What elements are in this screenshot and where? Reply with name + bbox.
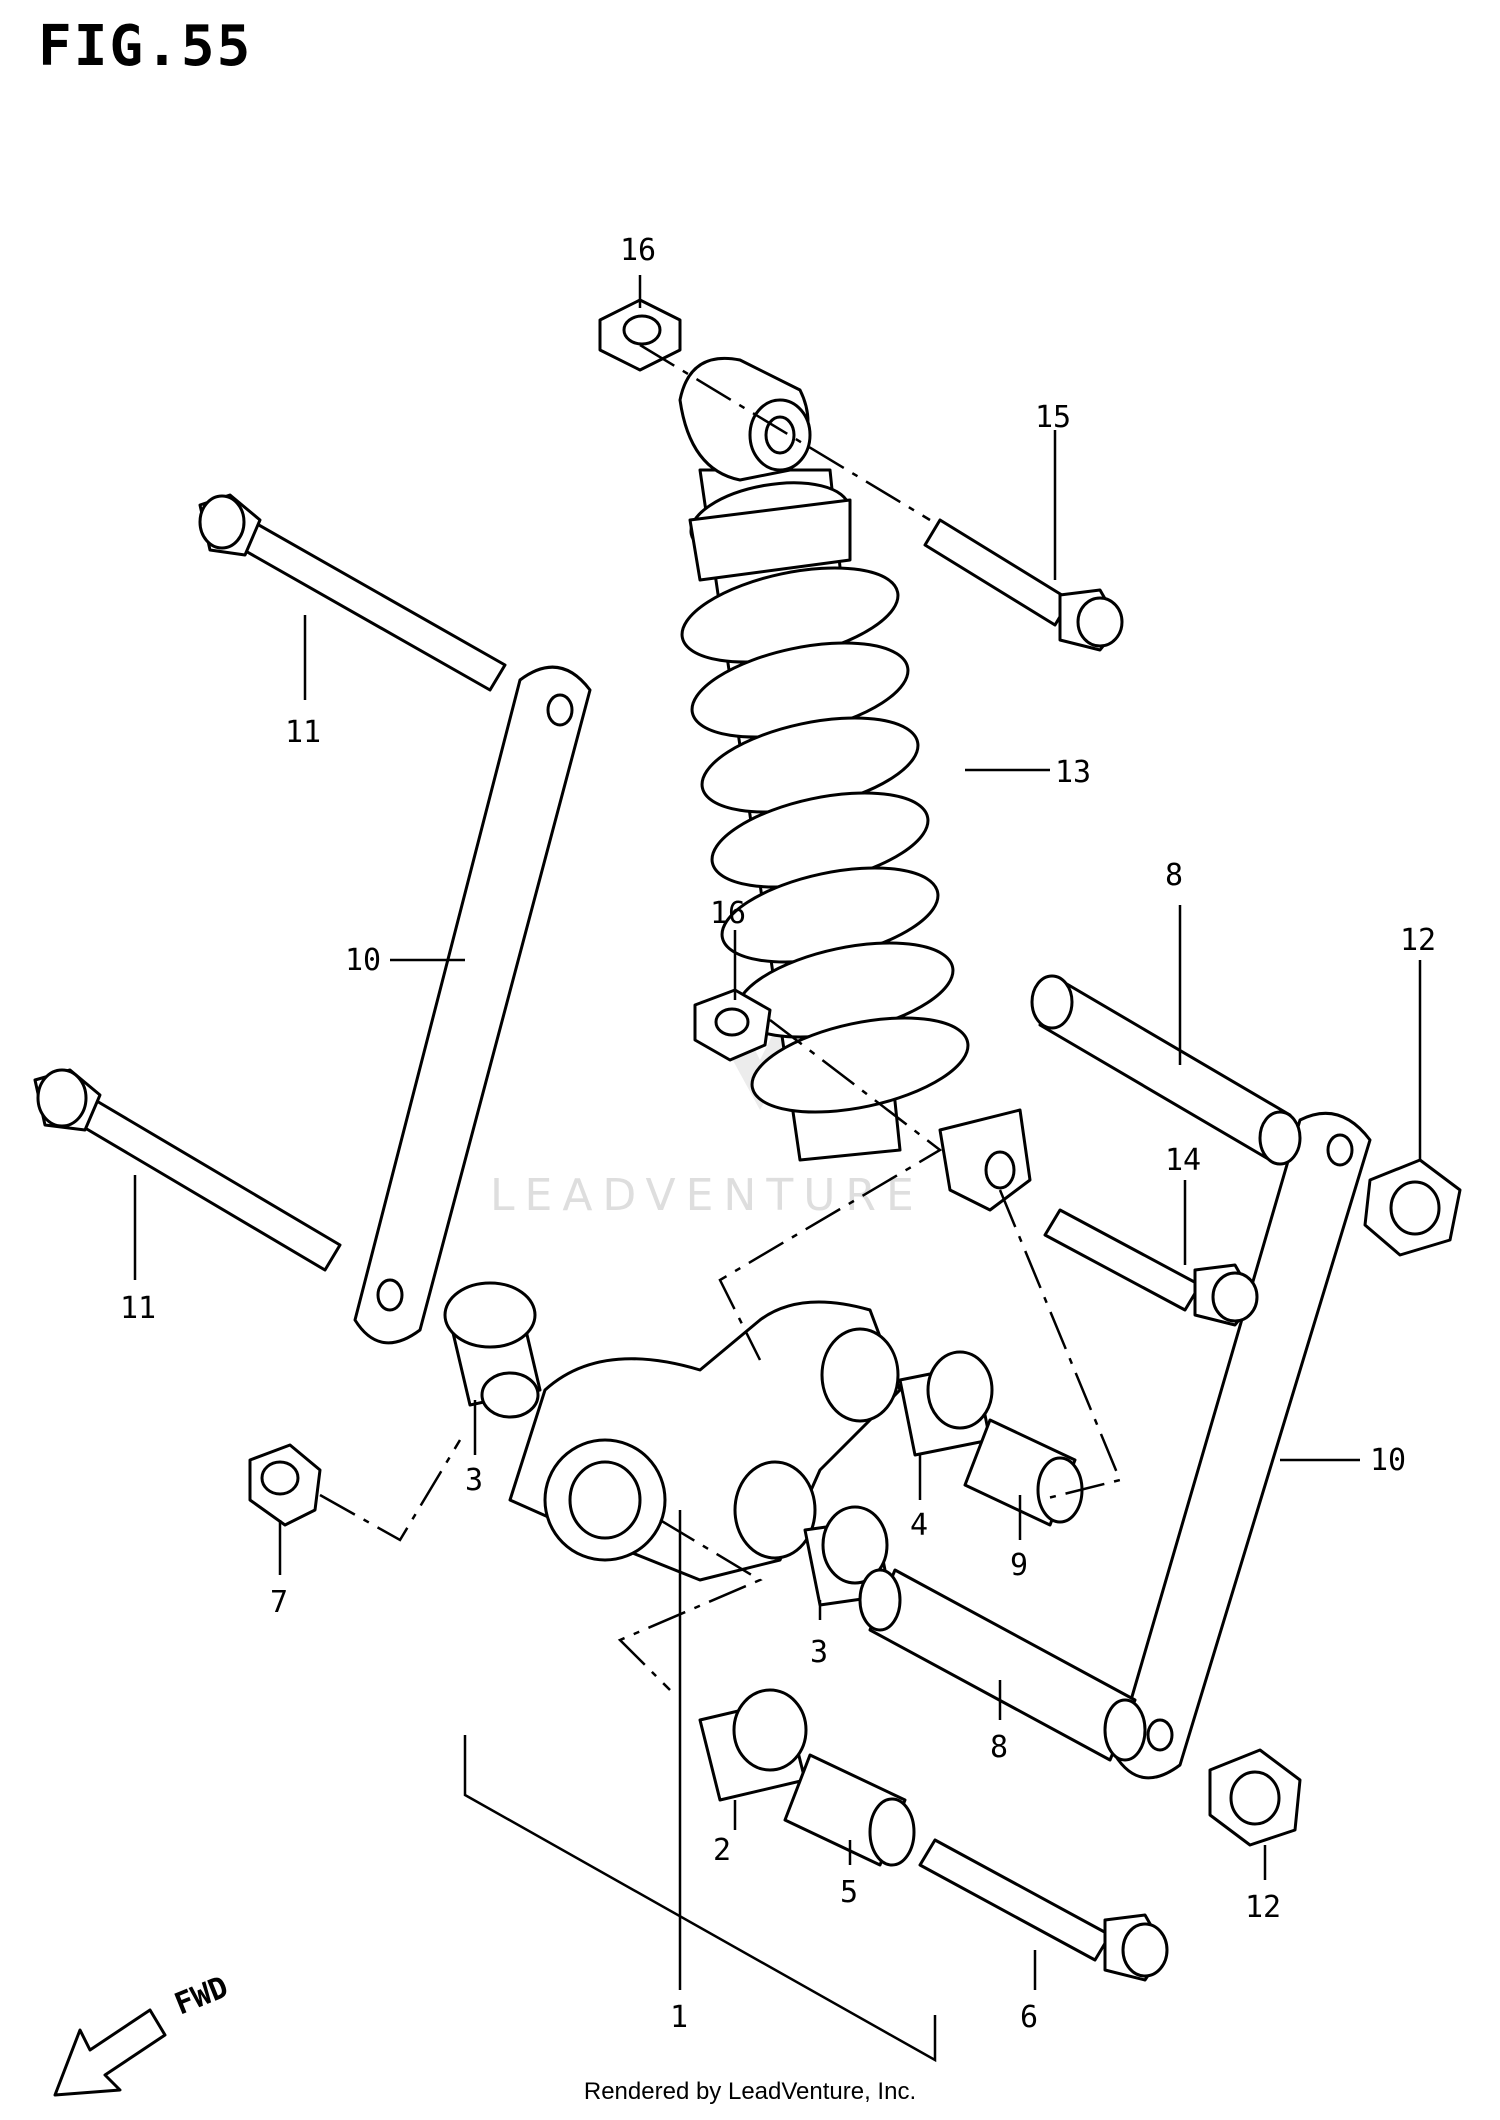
spacer-5: [783, 1753, 916, 1867]
callout-6: 6: [1020, 2000, 1038, 2035]
bushing-2: [698, 1688, 808, 1802]
callout-10-right: 10: [1370, 1443, 1406, 1478]
flange-nut-16-lower: [693, 988, 772, 1062]
arrow-down-left-icon: [53, 2008, 167, 2097]
cushion-lever-1: [508, 1300, 902, 1582]
cushion-rod-10-right: [1113, 1111, 1372, 1780]
shock-absorber: [678, 356, 1032, 1212]
callout-12-lower: 12: [1245, 1890, 1281, 1925]
flange-nut-12-upper: [1363, 1158, 1462, 1257]
spacer-9: [963, 1418, 1084, 1527]
spacer-8-upper: [1030, 974, 1302, 1166]
bolt-11-lower: [33, 1068, 342, 1272]
callout-8-upper: 8: [1165, 858, 1183, 893]
watermark-text: LEADVENTURE: [490, 1170, 924, 1221]
callout-11-upper: 11: [285, 715, 321, 750]
fwd-label: FWD: [170, 1970, 233, 2023]
callout-7: 7: [270, 1585, 288, 1620]
callout-3-lower: 3: [810, 1635, 828, 1670]
alignment-lines: [319, 343, 1122, 1691]
callout-15: 15: [1035, 400, 1071, 435]
cushion-rod-10-left: [353, 665, 592, 1345]
bolt-14: [1043, 1208, 1259, 1327]
callout-labels: 16 15 11 13 10 8 12 16 14 11 10 3 4 9 7 …: [120, 233, 1436, 2035]
spacer-8-lower: [858, 1568, 1147, 1762]
callout-1: 1: [670, 2000, 688, 2035]
callout-13: 13: [1055, 755, 1091, 790]
shock-spring: [680, 566, 970, 1114]
callout-8-lower: 8: [990, 1730, 1008, 1765]
callout-16-lower: 16: [710, 896, 746, 931]
bolt-11-upper: [198, 493, 507, 692]
figure-title: FIG.55: [38, 14, 253, 79]
callout-16-top: 16: [620, 233, 656, 268]
callout-11-lower: 11: [120, 1291, 156, 1326]
fwd-direction-marker: FWD: [53, 1970, 233, 2097]
flange-nut-7: [248, 1443, 322, 1527]
bushing-4: [898, 1350, 994, 1457]
callout-5: 5: [840, 1875, 858, 1910]
callout-4: 4: [910, 1508, 928, 1543]
callout-12-upper: 12: [1400, 923, 1436, 958]
callout-2: 2: [713, 1833, 731, 1868]
callout-14: 14: [1165, 1143, 1201, 1178]
callout-9: 9: [1010, 1548, 1028, 1583]
footer-credit: Rendered by LeadVenture, Inc.: [583, 2078, 917, 2105]
bolt-6: [918, 1838, 1169, 1982]
leader-lines: [133, 275, 1422, 2063]
callout-3-upper: 3: [465, 1463, 483, 1498]
flange-nut-12-lower: [1208, 1748, 1302, 1847]
bushing-3-upper: [443, 1281, 542, 1419]
bolt-15: [923, 518, 1124, 652]
callout-10-left: 10: [345, 943, 381, 978]
flange-nut-16-top: [598, 298, 682, 372]
